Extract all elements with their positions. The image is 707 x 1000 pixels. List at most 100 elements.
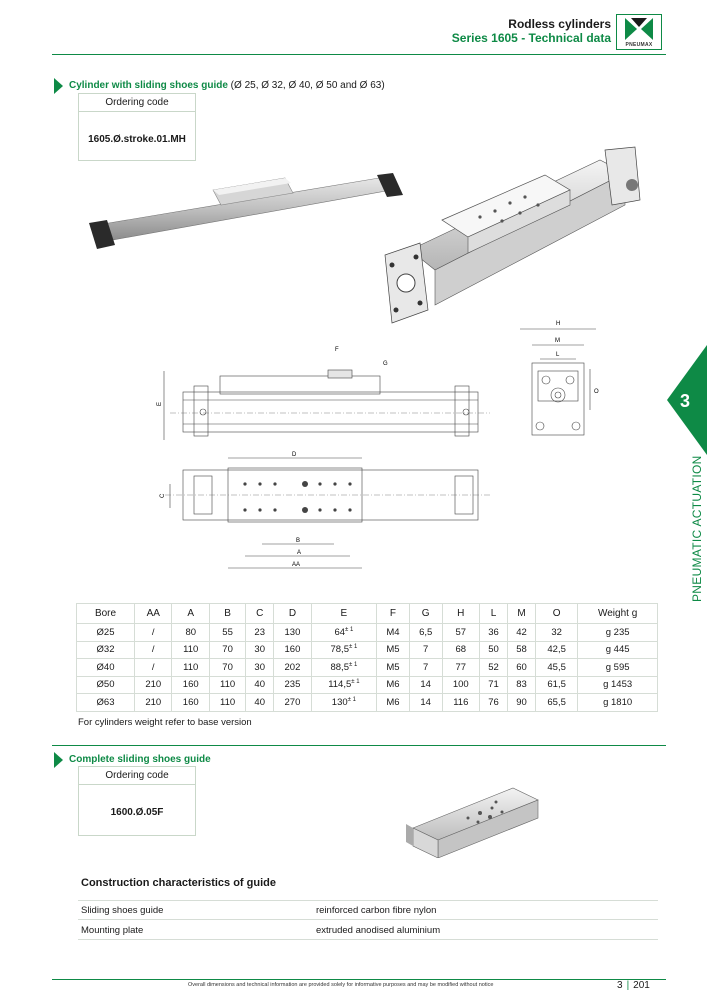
- section2-title: Complete sliding shoes guide: [69, 754, 211, 765]
- chapter-ref: 3: [617, 980, 623, 991]
- cell-m: 83: [507, 675, 537, 694]
- dim-E-label: E: [157, 402, 163, 406]
- cell-f: M6: [376, 675, 410, 694]
- ordering-code-box-2: Ordering code 1600.Ø.05F: [78, 766, 196, 836]
- cell-d: 130: [273, 623, 312, 642]
- header-title-block: Rodless cylinders Series 1605 - Technica…: [452, 17, 611, 45]
- chapter-label: PNEUMATIC ACTUATION: [690, 455, 704, 602]
- cell-aa: 210: [133, 675, 173, 694]
- section-arrow-icon: [54, 752, 63, 768]
- construction-title: Construction characteristics of guide: [81, 877, 276, 889]
- cell-h: 100: [441, 675, 481, 694]
- cell-weight: g 1810: [577, 693, 658, 712]
- cell-bore: Ø25: [76, 623, 135, 642]
- cell-e: 88,5± 1: [310, 658, 378, 677]
- cell-bore: Ø63: [76, 693, 135, 712]
- dim-L-label: L: [556, 352, 560, 358]
- cell-b: 110: [208, 693, 247, 712]
- top-view-drawing: D C B A AA: [160, 452, 490, 569]
- cell-g: 7: [408, 658, 443, 677]
- cell-d: 160: [273, 640, 312, 659]
- dim-F-label: F: [335, 347, 339, 353]
- cell-l: 71: [479, 675, 509, 694]
- chapter-number: 3: [680, 391, 691, 411]
- cell-g: 6,5: [408, 623, 443, 642]
- col-header-m: M: [507, 603, 537, 624]
- construction-key: Mounting plate: [81, 925, 144, 936]
- cell-c: 40: [245, 693, 275, 712]
- cell-e-value: 130: [331, 696, 348, 708]
- cell-weight: g 235: [577, 623, 658, 642]
- construction-value: reinforced carbon fibre nylon: [316, 905, 437, 916]
- sliding-guide-photo: [406, 787, 539, 858]
- cell-b: 110: [208, 675, 247, 694]
- col-header-h: H: [441, 603, 481, 624]
- cell-m: 90: [507, 693, 537, 712]
- table-note: For cylinders weight refer to base versi…: [78, 717, 252, 728]
- section-subtitle: (Ø 25, Ø 32, Ø 40, Ø 50 and Ø 63): [227, 80, 385, 91]
- cell-aa: /: [133, 640, 173, 659]
- section-divider: [52, 745, 666, 746]
- col-header-f: F: [376, 603, 410, 624]
- cell-d: 235: [273, 675, 312, 694]
- cell-a: 160: [171, 693, 210, 712]
- logo-brand-text: PNEUMAX: [625, 42, 653, 48]
- cell-a: 110: [171, 640, 210, 659]
- construction-row: Mounting plate extruded anodised alumini…: [78, 920, 658, 940]
- construction-row: Sliding shoes guide reinforced carbon fi…: [78, 900, 658, 920]
- dim-H-label: H: [556, 321, 560, 327]
- cell-d: 270: [273, 693, 312, 712]
- col-header-aa: AA: [133, 603, 173, 624]
- cell-h: 68: [441, 640, 481, 659]
- cell-a: 160: [171, 675, 210, 694]
- dim-A-label: A: [297, 550, 301, 556]
- cell-c: 30: [245, 640, 275, 659]
- dim-D-label: D: [292, 452, 297, 458]
- construction-top-rule: [78, 900, 658, 901]
- end-view-drawing: H M L O: [520, 321, 599, 436]
- cell-o: 45,5: [535, 658, 579, 677]
- cell-aa: 210: [133, 693, 173, 712]
- section-title: Cylinder with sliding shoes guide: [69, 80, 228, 91]
- page-subtitle: Series 1605 - Technical data: [451, 31, 611, 45]
- guide-assembly-photo: [384, 146, 641, 324]
- cylinder-photo: [89, 173, 403, 249]
- cell-m: 58: [507, 640, 537, 659]
- cell-e: 130± 1: [310, 693, 378, 712]
- page-ref: 201: [633, 980, 650, 991]
- chapter-tab: [667, 345, 707, 455]
- col-header-bore: Bore: [76, 603, 135, 624]
- cell-e-tolerance: ± 1: [348, 661, 358, 668]
- side-view-drawing: E F G: [157, 347, 490, 440]
- col-header-b: B: [208, 603, 247, 624]
- cell-f: M5: [376, 640, 410, 659]
- cell-e-tolerance: ± 1: [345, 626, 354, 633]
- cell-weight: g 1453: [577, 675, 658, 694]
- page-number: 3|201: [617, 980, 650, 991]
- cell-o: 32: [535, 623, 579, 642]
- cell-e-value: 78,5: [330, 644, 349, 656]
- dimensions-table: Bore AA A B C D E F G H L M O Weight g Ø…: [76, 603, 658, 712]
- cell-e-value: 88,5: [330, 661, 349, 673]
- cell-f: M4: [376, 623, 410, 642]
- ordering-code-value-2: 1600.Ø.05F: [110, 807, 164, 818]
- cell-aa: /: [133, 623, 173, 642]
- cell-c: 40: [245, 675, 275, 694]
- cell-c: 23: [245, 623, 275, 642]
- footer-disclaimer: Overall dimensions and technical informa…: [188, 982, 494, 988]
- cell-bore: Ø40: [76, 658, 135, 677]
- cell-h: 57: [441, 623, 481, 642]
- cell-g: 14: [408, 675, 443, 694]
- header-divider: [52, 54, 666, 55]
- cell-f: M5: [376, 658, 410, 677]
- section-arrow-icon: [54, 78, 63, 94]
- col-header-e: E: [310, 603, 378, 624]
- cell-l: 52: [479, 658, 509, 677]
- col-header-d: D: [273, 603, 312, 624]
- cell-a: 80: [171, 623, 210, 642]
- dim-G-label: G: [383, 361, 388, 367]
